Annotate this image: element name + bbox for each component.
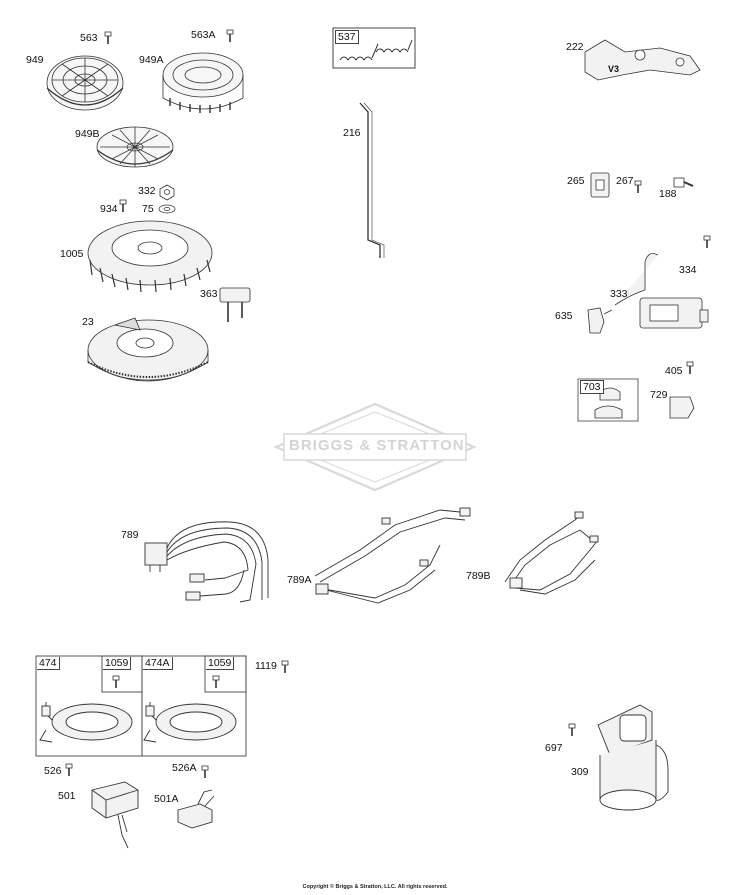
wiring-harness-789	[144, 521, 269, 603]
label-474: 474	[37, 657, 60, 670]
label-363: 363	[200, 288, 218, 300]
label-1005: 1005	[60, 248, 84, 260]
screw-563	[104, 31, 112, 45]
label-526: 526	[44, 765, 62, 777]
bolt-697	[568, 723, 576, 737]
wiring-harness-789A	[314, 507, 471, 604]
screw-1059a	[112, 675, 120, 689]
label-334: 334	[679, 264, 697, 276]
label-563A: 563A	[191, 29, 216, 41]
nut-332	[159, 184, 175, 201]
label-309: 309	[571, 766, 589, 778]
watermark-text: BRIGGS & STRATTON	[289, 437, 465, 454]
starter-motor-309	[597, 704, 669, 811]
clip-729	[669, 396, 695, 419]
screw-563A	[226, 29, 234, 43]
label-949A: 949A	[139, 54, 164, 66]
label-405: 405	[665, 365, 683, 377]
label-789B: 789B	[466, 570, 491, 582]
screw-334	[703, 235, 711, 249]
bolt-188	[673, 177, 694, 188]
grille-screen-949	[46, 55, 124, 111]
label-537: 537	[335, 30, 359, 44]
fan-1005	[87, 220, 213, 293]
label-635: 635	[555, 310, 573, 322]
label-1059-a: 1059	[103, 657, 132, 670]
wiring-harness-789B	[504, 511, 599, 595]
regulator-501A	[177, 789, 215, 829]
governor-bracket-222	[584, 39, 701, 81]
label-188: 188	[659, 188, 677, 200]
label-697: 697	[545, 742, 563, 754]
grille-screen-949A	[162, 52, 244, 113]
label-501A: 501A	[154, 793, 179, 805]
flywheel-23	[87, 317, 209, 382]
bracket-363	[219, 287, 251, 322]
label-265: 265	[567, 175, 585, 187]
alternator-box-474A	[141, 655, 247, 757]
clip-265	[590, 172, 610, 198]
label-789: 789	[121, 529, 139, 541]
label-789A: 789A	[287, 574, 312, 586]
label-v3: V3	[608, 64, 620, 74]
label-501: 501	[58, 790, 76, 802]
label-1119: 1119	[255, 660, 277, 672]
label-332: 332	[138, 185, 156, 197]
label-1059-b: 1059	[206, 657, 235, 670]
fan-retainer-949B	[96, 126, 174, 168]
screw-267	[634, 180, 642, 194]
label-729: 729	[650, 389, 668, 401]
screw-405	[686, 361, 694, 375]
watermark-logo	[273, 402, 477, 492]
label-333: 333	[610, 288, 628, 300]
ignition-coil-333	[614, 253, 709, 329]
label-267: 267	[616, 175, 634, 187]
label-949B: 949B	[75, 128, 100, 140]
label-563: 563	[80, 32, 98, 44]
label-222: 222	[566, 41, 584, 53]
screw-1119	[281, 660, 289, 674]
screw-1059b	[212, 675, 220, 689]
label-703: 703	[580, 380, 604, 394]
label-934: 934	[100, 203, 118, 215]
screw-526	[65, 763, 73, 777]
washer-75	[158, 204, 176, 214]
spark-plug-boot-635	[587, 307, 613, 334]
label-216: 216	[343, 127, 361, 139]
screw-526A	[201, 765, 209, 779]
label-526A: 526A	[172, 762, 197, 774]
alternator-box-474	[35, 655, 143, 757]
label-75: 75	[142, 203, 154, 215]
screw-934	[119, 199, 127, 213]
copyright-notice: Copyright © Briggs & Stratton, LLC. All …	[302, 884, 448, 890]
regulator-501	[91, 781, 139, 849]
label-474A: 474A	[143, 657, 173, 670]
link-rod-216	[359, 102, 385, 258]
clips-703	[577, 378, 639, 422]
label-949: 949	[26, 54, 44, 66]
label-23: 23	[82, 316, 94, 328]
